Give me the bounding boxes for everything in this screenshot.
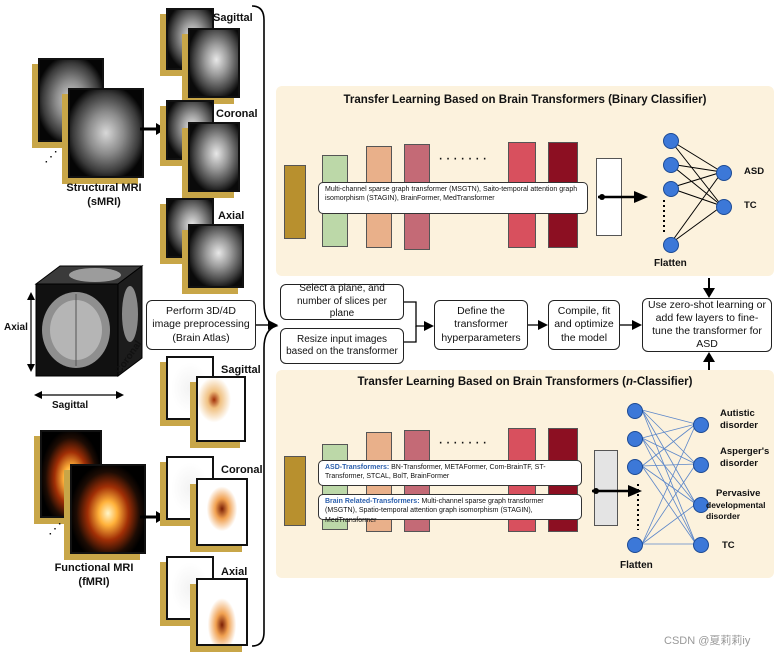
plane-label-sagittal-bottom: Sagittal [221,364,261,376]
nlayer-dots: ······· [438,434,490,451]
arrow-binary-to-zero-shot [703,278,715,298]
smri-label: Structural MRI [66,182,142,194]
layer-dots: ······· [438,150,490,167]
brain-transformers-box: Brain Related-Transformers: Multi-channe… [318,494,582,524]
arrow-preprocess-to-brace [256,320,278,330]
binary-out-tc-node [716,199,732,215]
smri-image-front [68,88,144,178]
nclass-network-edges [637,409,697,545]
axial-slice-front [188,224,244,288]
nclass-title-italic: n [625,376,633,388]
asd-transformers-box: ASD-Transformers: BN-Transformer, METAFo… [318,460,582,486]
nclass-flatten-label: Flatten [620,560,653,571]
brain-transformers-list: Multi-channel sparse graph transformer (… [325,498,544,524]
fmri-axial-front [196,578,248,646]
plane-label-axial-bottom: Axial [221,566,248,578]
nlayer-input [284,456,306,526]
plane-label-coronal-top: Coronal [216,108,258,120]
nclass-node-2 [627,431,643,447]
arrow-fmri-to-slices [140,511,166,523]
nclass-out-4 [693,537,709,553]
fmri-label: Functional MRI [54,562,134,574]
arrow-to-compile [528,320,548,330]
nclass-node-1 [627,403,643,419]
axis-axial-arrow [27,292,35,372]
binary-node-4 [663,237,679,253]
binary-node-1 [663,133,679,149]
nclass-node-3 [627,459,643,475]
smri-abbr: (sMRI) [87,196,121,208]
asd-transformers-list: BN-Transformer, METAFormer, Com-BrainTF,… [325,464,546,481]
plane-label-axial-top: Axial [218,210,245,222]
axis-sagittal: Sagittal [52,400,89,411]
binary-output-tc: TC [744,200,757,211]
output-developmental: developmental disorder [706,500,766,521]
fmri-sagittal-front [196,376,246,442]
stack-dots: ⋰ [44,148,58,164]
define-hyperparams-box: Define the transformer hyperparameters [434,300,528,350]
arrow-nclass-to-zero-shot [703,352,715,372]
nclass-title-suffix: -Classifier) [633,376,693,388]
axis-sagittal-arrow [34,391,124,399]
arrow-to-flatten-binary [598,191,648,203]
brain-transformers-head: Brain Related-Transformers: [325,498,420,505]
output-pervasive: Pervasive [716,488,761,499]
binary-node-2 [663,157,679,173]
layer-input [284,165,306,239]
arrow-to-zero-shot [620,320,642,330]
fmri-abbr: (fMRI) [78,576,110,588]
fmri-image-front [70,464,146,554]
output-tc: TC [722,540,735,551]
output-autistic: Autistic disorder [720,408,759,431]
arrow-to-define [404,301,434,343]
fmri-stack-dots: ⋰ [48,520,62,536]
arrow-to-flatten-nclass [592,485,642,497]
binary-models-box: Multi-channel sparse graph transformer (… [318,182,588,214]
binary-network-edges [663,139,723,245]
plane-label-sagittal-top: Sagittal [213,12,253,24]
binary-panel-title: Transfer Learning Based on Brain Transfo… [343,94,707,106]
select-plane-box: Select a plane, and number of slices per… [280,283,404,320]
preprocess-box: Perform 3D/4D image preprocessing (Brain… [146,300,256,350]
asd-transformers-head: ASD-Transformers: [325,464,390,471]
binary-node-3 [663,181,679,197]
nlayer-flatten-block [594,450,618,526]
nclass-out-1 [693,417,709,433]
output-asperger: Asperger's disorder [720,446,770,469]
coronal-slice-front [188,122,240,192]
compile-box: Compile, fit and optimize the model [548,300,620,350]
nclass-out-3 [693,497,709,513]
binary-flatten-label: Flatten [654,258,687,269]
binary-out-asd-node [716,165,732,181]
nclass-node-4 [627,537,643,553]
sagittal-slice-front [188,28,240,98]
zero-shot-box: Use zero-shot learning or add few layers… [642,298,772,352]
brain-cube [34,265,144,377]
nclass-out-2 [693,457,709,473]
nclass-panel-title: Transfer Learning Based on Brain Transfo… [276,376,774,388]
nclass-title-prefix: Transfer Learning Based on Brain Transfo… [357,376,626,388]
plane-label-coronal-bottom: Coronal [221,464,263,476]
binary-output-asd: ASD [744,166,765,177]
resize-box: Resize input images based on the transfo… [280,328,404,364]
watermark: CSDN @夏莉莉iy [664,635,751,647]
axis-axial: Axial [4,322,28,333]
fmri-coronal-front [196,478,248,546]
arrow-smri-to-slices [140,123,166,135]
